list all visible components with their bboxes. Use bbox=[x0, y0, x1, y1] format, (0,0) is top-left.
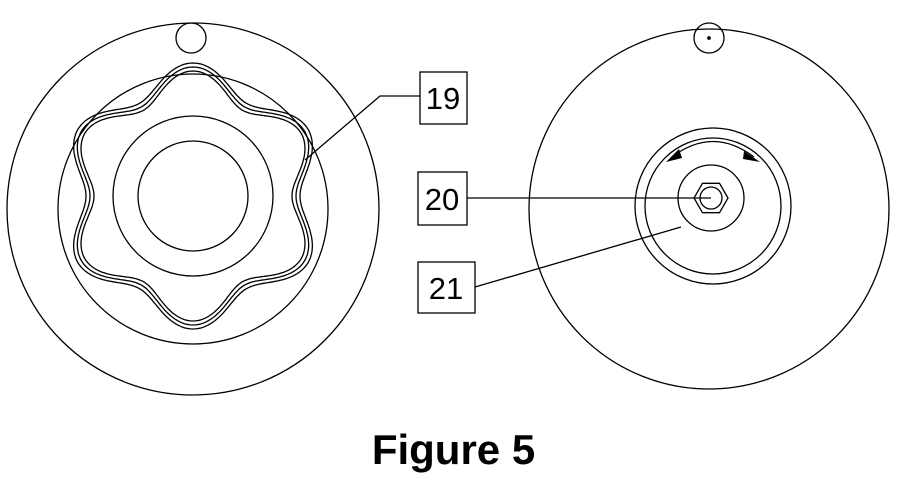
arrowhead-right-icon bbox=[743, 151, 760, 162]
callout-label: 19 bbox=[426, 81, 460, 116]
leader-lines bbox=[304, 95, 711, 288]
leader-21 bbox=[474, 226, 682, 288]
right-spool-outer-rim bbox=[528, 28, 890, 390]
callout-box bbox=[417, 261, 476, 314]
left-spool bbox=[6, 22, 380, 396]
left-spool-outer-rim bbox=[6, 22, 380, 396]
left-spool-pin-hole bbox=[175, 22, 207, 54]
star-lobe-mid bbox=[76, 66, 310, 326]
star-lobe-outer bbox=[72, 62, 314, 330]
rotation-arrow-icon bbox=[671, 140, 755, 158]
callout-box bbox=[419, 71, 468, 125]
star-lobe-inner bbox=[80, 70, 306, 322]
figure-caption: Figure 5 bbox=[371, 426, 536, 473]
right-spool-pin-dot bbox=[707, 36, 711, 40]
callout-19: 19 bbox=[419, 71, 468, 125]
callout-label: 20 bbox=[425, 182, 459, 217]
right-spool-pin-hole bbox=[693, 22, 725, 54]
callout-20: 20 bbox=[417, 171, 468, 226]
right-spool bbox=[528, 22, 890, 390]
left-spool-bore bbox=[137, 140, 249, 252]
callout-21: 21 bbox=[417, 261, 476, 314]
brake-ring-outer bbox=[634, 127, 792, 285]
leader-19 bbox=[304, 95, 420, 161]
left-spool-bore-ring bbox=[112, 115, 274, 277]
brake-ring-inner bbox=[644, 137, 782, 275]
left-spool-hub-ring bbox=[57, 73, 329, 345]
arrowhead-left-icon bbox=[666, 149, 682, 162]
callout-label: 21 bbox=[429, 271, 463, 306]
callout-box bbox=[417, 171, 468, 226]
